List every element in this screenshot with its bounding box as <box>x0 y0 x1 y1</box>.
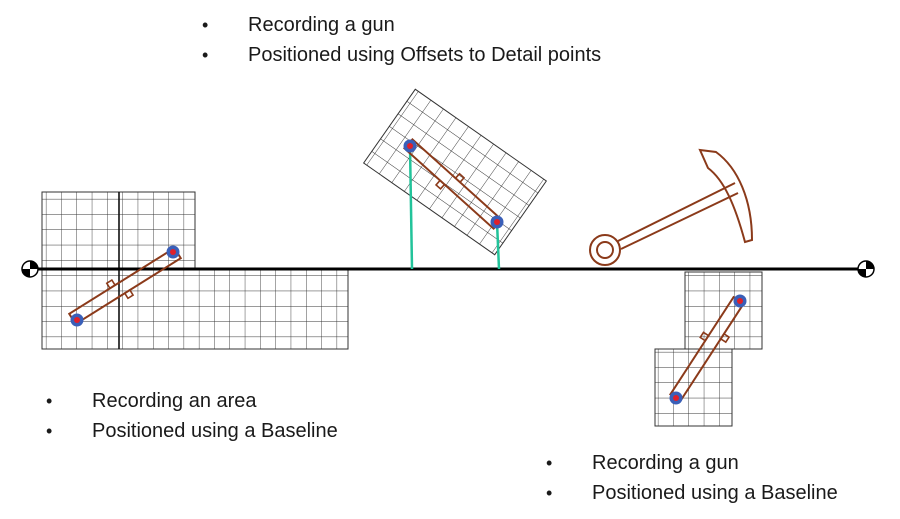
caption-area: • Recording an area • Positioned using a… <box>46 386 338 446</box>
grid-block-lower <box>41 268 349 350</box>
detail-point <box>669 391 683 405</box>
detail-point <box>403 139 417 153</box>
bullet: • <box>546 453 553 473</box>
caption-text: Recording an area <box>92 390 257 412</box>
caption-text: Recording a gun <box>592 452 739 474</box>
bullet-item: • Positioned using a Baseline <box>546 478 838 508</box>
caption-text: Recording a gun <box>248 14 395 36</box>
caption-baseline-gun: • Recording a gun • Positioned using a B… <box>546 448 838 508</box>
caption-text: Positioned using Offsets to Detail point… <box>248 44 602 66</box>
bullet-item: • Positioned using Offsets to Detail poi… <box>202 40 601 70</box>
bullet-item: • Recording a gun <box>546 448 838 478</box>
offset-lines <box>408 145 501 270</box>
bullet: • <box>546 483 553 503</box>
detail-point <box>70 313 84 327</box>
bullet: • <box>202 45 209 65</box>
grid-block-upper <box>684 271 763 350</box>
bullet: • <box>46 421 53 441</box>
area-grid-left <box>41 191 349 350</box>
offset-grid-top <box>362 88 548 256</box>
caption-text: Positioned using a Baseline <box>92 420 338 442</box>
baseline-grid-right <box>654 271 763 427</box>
detail-point <box>733 294 747 308</box>
baseline <box>21 260 875 278</box>
bullet-item: • Recording a gun <box>202 10 601 40</box>
bullet: • <box>46 391 53 411</box>
detail-point <box>166 245 180 259</box>
survey-datum-icon <box>21 260 39 278</box>
detail-point <box>490 215 504 229</box>
gun-right <box>668 294 747 405</box>
offset-line <box>408 145 414 270</box>
gun-left <box>67 245 183 327</box>
offset-line <box>495 221 501 270</box>
gun-top <box>402 137 504 231</box>
caption-text: Positioned using a Baseline <box>592 482 838 504</box>
bullet-item: • Recording an area <box>46 386 338 416</box>
bullet-item: • Positioned using a Baseline <box>46 416 338 446</box>
caption-offsets: • Recording a gun • Positioned using Off… <box>202 10 601 70</box>
grid-block-lower <box>654 348 733 427</box>
pickaxe-icon <box>589 148 754 266</box>
bullet: • <box>202 15 209 35</box>
survey-datum-icon <box>857 260 875 278</box>
